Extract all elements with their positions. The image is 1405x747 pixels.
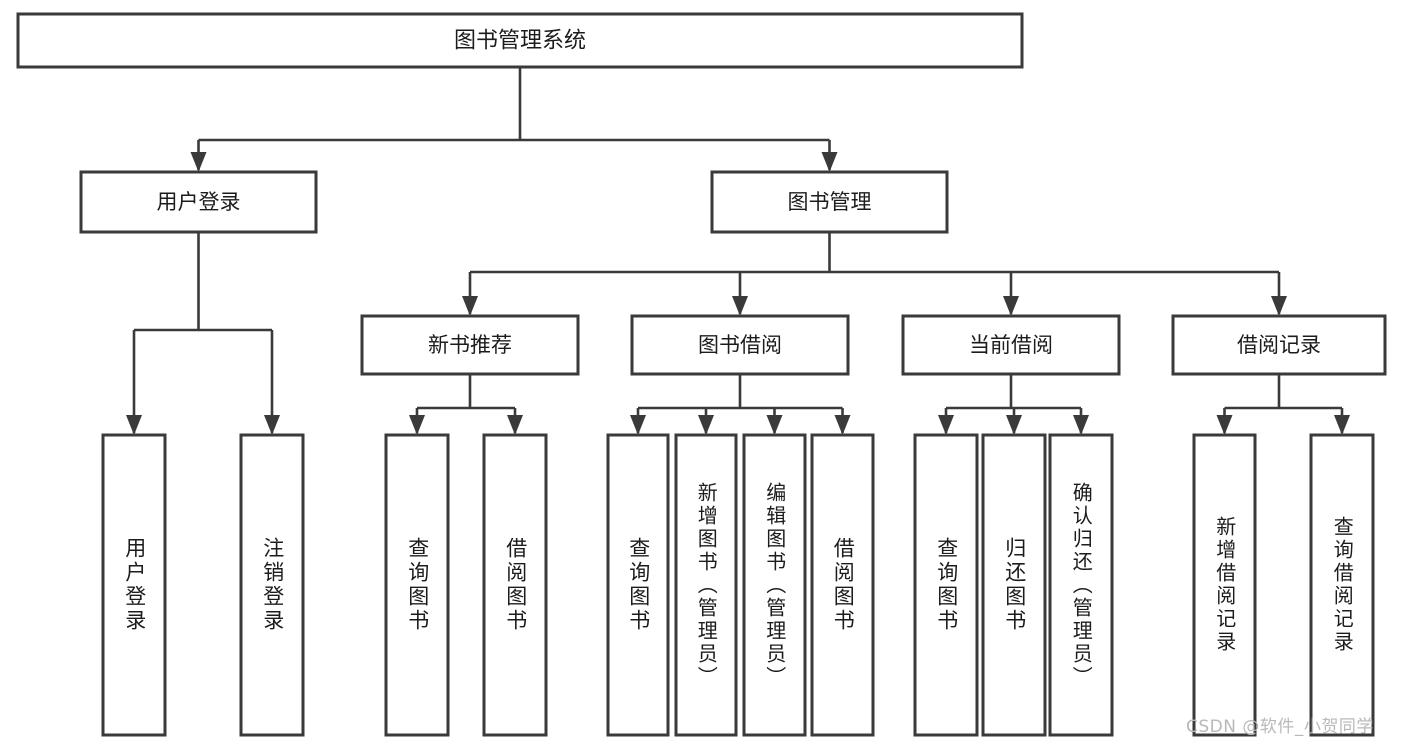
user-login-leaf-arrow-0: [126, 415, 142, 435]
node-leaf-add-book[interactable]: [674, 433, 738, 737]
node-leaf-query-book-1[interactable]: [384, 433, 450, 737]
current-borrow-leaf-arrow-2: [1073, 415, 1089, 435]
node-leaf-query-book-3[interactable]: [913, 433, 979, 737]
book-manage-arrow-3: [1271, 296, 1287, 316]
node-leaf-add-record[interactable]: [1192, 433, 1257, 737]
new-book-rec-leaf-arrow-0: [409, 415, 425, 435]
node-borrow-record[interactable]: 借阅记录: [1171, 314, 1387, 376]
node-leaf-query-record[interactable]: [1309, 433, 1375, 737]
borrow-record-leaf-arrow-0: [1216, 415, 1233, 435]
node-leaf-confirm-return[interactable]: [1048, 433, 1114, 737]
node-label-new-book-rec: 新书推荐: [428, 333, 512, 357]
current-borrow-leaf-arrow-1: [1006, 415, 1022, 435]
node-current-borrow[interactable]: 当前借阅: [901, 314, 1121, 376]
book-manage-arrow-1: [732, 296, 748, 316]
node-book-borrow[interactable]: 图书借阅: [630, 314, 850, 376]
book-borrow-leaf-arrow-1: [698, 415, 714, 435]
node-leaf-query-book-2[interactable]: [606, 433, 670, 737]
current-borrow-leaf-arrow-0: [938, 415, 954, 435]
node-root[interactable]: 图书管理系统: [16, 12, 1024, 69]
new-book-rec-leaf-arrow-1: [507, 415, 523, 435]
book-manage-arrow-0: [462, 296, 478, 316]
node-label-book-manage: 图书管理: [788, 190, 872, 214]
node-label-current-borrow: 当前借阅: [969, 333, 1053, 357]
node-leaf-user-login[interactable]: [101, 433, 167, 737]
root-arrow-0: [190, 152, 207, 172]
book-borrow-leaf-arrow-0: [630, 415, 646, 435]
node-label-user-login: 用户登录: [157, 190, 241, 214]
node-leaf-edit-book[interactable]: [742, 433, 807, 737]
node-user-login[interactable]: 用户登录: [79, 170, 318, 234]
node-label-root: 图书管理系统: [454, 29, 586, 54]
book-borrow-leaf-arrow-3: [834, 415, 851, 435]
node-leaf-borrow-book-1[interactable]: [482, 433, 548, 737]
connector-layer: [126, 67, 1350, 435]
node-new-book-rec[interactable]: 新书推荐: [360, 314, 580, 376]
borrow-record-leaf-arrow-1: [1334, 415, 1350, 435]
node-label-borrow-record: 借阅记录: [1237, 333, 1321, 357]
node-leaf-logout[interactable]: [239, 433, 305, 737]
node-book-manage[interactable]: 图书管理: [710, 170, 949, 234]
book-borrow-leaf-arrow-2: [766, 415, 783, 435]
user-login-leaf-arrow-1: [264, 415, 280, 435]
book-manage-arrow-2: [1003, 296, 1019, 316]
node-label-book-borrow: 图书借阅: [698, 333, 782, 357]
root-arrow-1: [821, 152, 838, 172]
watermark: CSDN @软件_小贺同学: [1186, 717, 1374, 737]
node-leaf-return-book[interactable]: [981, 433, 1047, 737]
node-leaf-borrow-book-2[interactable]: [810, 433, 875, 737]
